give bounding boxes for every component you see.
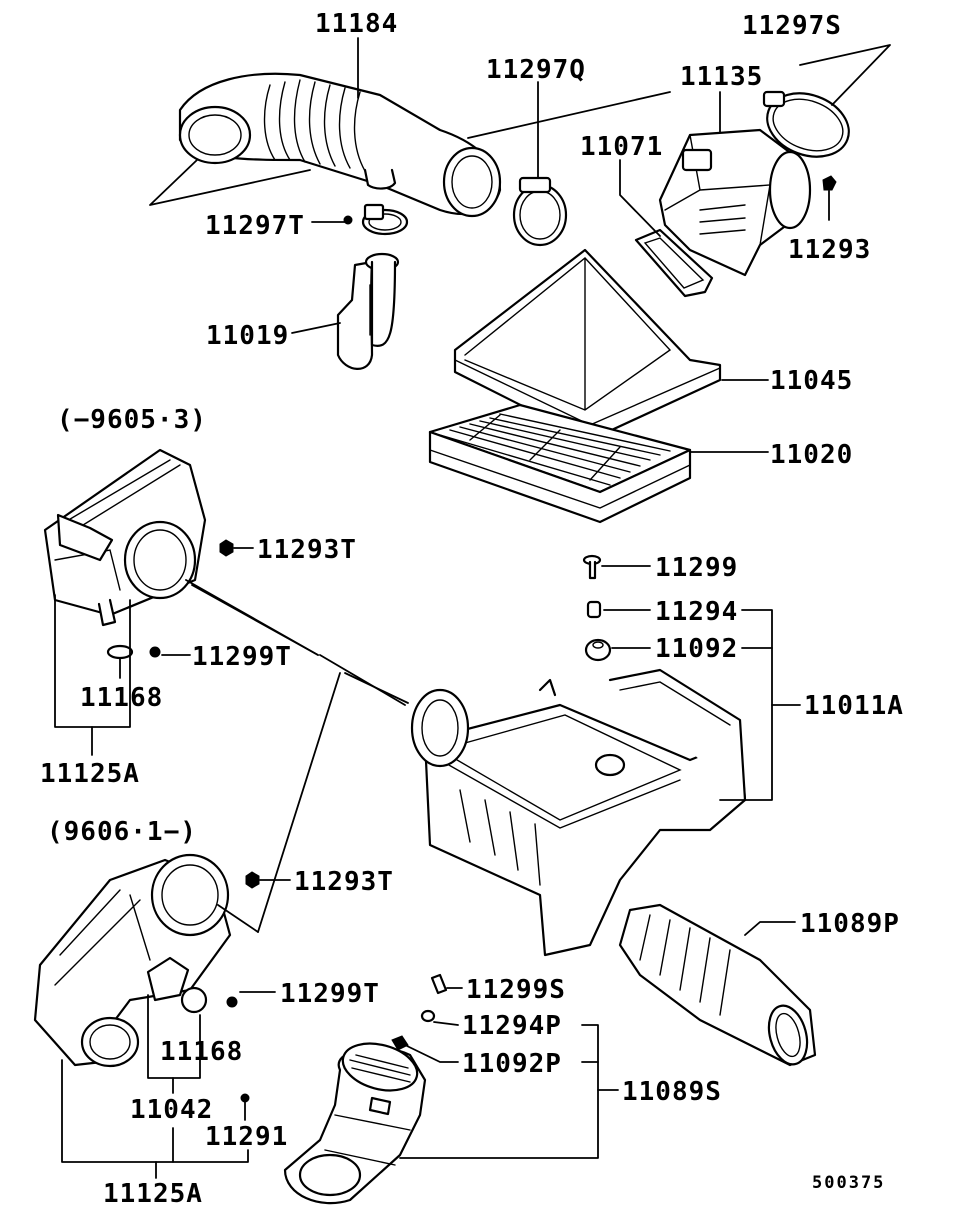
snorkel-duct-11089S bbox=[283, 1024, 619, 1205]
snorkel-assembly-variant-a bbox=[43, 448, 319, 656]
bracket-11125A-variant-b bbox=[61, 1059, 249, 1163]
label-11299: 11299 bbox=[655, 553, 738, 583]
label-11299T-a: 11299T bbox=[192, 642, 292, 672]
nut-11293T-variant-a bbox=[219, 539, 254, 557]
label-11291: 11291 bbox=[205, 1122, 288, 1152]
screw-11299T-variant-a bbox=[149, 646, 191, 658]
nut-11293T-variant-b bbox=[245, 871, 291, 889]
bolt-11293 bbox=[822, 175, 837, 221]
label-11092: 11092 bbox=[655, 634, 738, 664]
hose-clamp-11297S bbox=[762, 44, 891, 158]
gasket-11071 bbox=[619, 159, 714, 298]
label-11168-a: 11168 bbox=[80, 683, 163, 713]
collar-11294P bbox=[420, 1009, 459, 1026]
label-11019: 11019 bbox=[206, 321, 289, 351]
grommet-11092P bbox=[391, 1035, 459, 1063]
label-11135: 11135 bbox=[680, 62, 763, 92]
label-11042: 11042 bbox=[130, 1095, 213, 1125]
collar-11294 bbox=[586, 600, 651, 619]
label-11125A-b: 11125A bbox=[103, 1179, 203, 1209]
label-11071: 11071 bbox=[580, 132, 663, 162]
label-11297S: 11297S bbox=[742, 11, 842, 41]
label-11092P: 11092P bbox=[462, 1049, 562, 1079]
label-11293T-b: 11293T bbox=[294, 867, 394, 897]
intake-hose-11184 bbox=[178, 72, 502, 218]
label-11184: 11184 bbox=[315, 9, 398, 39]
filter-element-11020 bbox=[428, 403, 769, 524]
airflow-sensor-11135 bbox=[467, 91, 812, 277]
grommet-11092 bbox=[584, 638, 651, 662]
label-11089S: 11089S bbox=[622, 1077, 722, 1107]
grommet-11168-variant-a bbox=[106, 644, 134, 679]
label-variant-a: (−9605·3) bbox=[57, 405, 207, 435]
snorkel-assembly-variant-b bbox=[33, 672, 341, 1068]
label-11045: 11045 bbox=[770, 366, 853, 396]
hose-callout bbox=[149, 37, 359, 206]
label-11294P: 11294P bbox=[462, 1011, 562, 1041]
label-11011A: 11011A bbox=[804, 691, 904, 721]
bolt-11299 bbox=[582, 554, 651, 580]
label-11297Q: 11297Q bbox=[486, 55, 586, 85]
label-11299S: 11299S bbox=[466, 975, 566, 1005]
label-11089P: 11089P bbox=[800, 909, 900, 939]
air-cleaner-case-11011A bbox=[191, 584, 747, 957]
label-11168-b: 11168 bbox=[160, 1037, 243, 1067]
bracket-11042 bbox=[147, 994, 201, 1079]
label-11297T: 11297T bbox=[205, 211, 305, 241]
hose-clamp-11297T bbox=[311, 203, 409, 236]
label-11299T-b: 11299T bbox=[280, 979, 380, 1009]
label-11293T-a: 11293T bbox=[257, 535, 357, 565]
label-11294: 11294 bbox=[655, 597, 738, 627]
screw-11299S bbox=[430, 973, 463, 995]
label-11020: 11020 bbox=[770, 440, 853, 470]
diagram-code: 500375 bbox=[812, 1173, 885, 1193]
label-variant-b: (9606·1−) bbox=[47, 817, 197, 847]
label-11293: 11293 bbox=[788, 235, 871, 265]
hose-clamp-11297Q bbox=[512, 81, 568, 247]
bolt-11291 bbox=[240, 1093, 250, 1121]
label-11125A-a: 11125A bbox=[40, 759, 140, 789]
intake-duct-11089P bbox=[618, 903, 817, 1067]
elbow-duct-11019 bbox=[291, 252, 400, 370]
